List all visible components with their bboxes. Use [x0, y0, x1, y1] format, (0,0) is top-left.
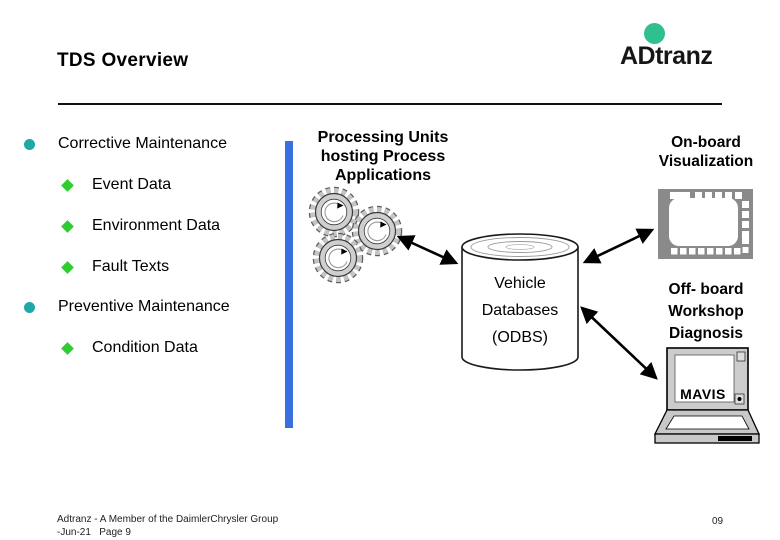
adtranz-logo: ADtranz: [620, 42, 713, 70]
accent-bar: [285, 141, 293, 428]
footer-company-line: Adtranz - A Member of the DaimlerChrysle…: [57, 514, 279, 525]
bullet-circle-icon: [24, 139, 35, 150]
gears-icon: [308, 186, 403, 284]
vehicle-databases-label: Vehicle Databases (ODBS): [458, 270, 582, 351]
page-title: TDS Overview: [57, 50, 189, 71]
processing-units-line1: Processing Units: [317, 129, 449, 146]
bullet-diamond-icon: [61, 179, 74, 192]
processing-units-line2: hosting Process: [320, 148, 446, 165]
bullet-diamond-icon: [61, 220, 74, 233]
offboard-line3: Diagnosis: [668, 325, 744, 342]
vehicle-databases-line3: (ODBS): [492, 329, 548, 346]
onboard-display-icon: [658, 189, 753, 259]
bullet-diamond-icon: [61, 261, 74, 274]
offboard-diagnosis-label: Off- board Workshop Diagnosis: [648, 279, 764, 345]
page-number: 09: [712, 516, 724, 527]
processing-units-label: Processing Units hosting Process Applica…: [296, 128, 470, 185]
title-rule: [58, 103, 722, 105]
bullet-corrective-maintenance: Corrective Maintenance: [58, 135, 227, 152]
adtranz-logo-dot-icon: [644, 23, 665, 44]
processing-units-line3: Applications: [334, 167, 431, 184]
arrow-database-onboard: [582, 228, 655, 264]
onboard-line2: Visualization: [658, 153, 754, 170]
onboard-line1: On-board: [671, 134, 741, 151]
mavis-screen-label: MAVIS: [680, 386, 726, 402]
onboard-visualization-label: On-board Visualization: [648, 133, 764, 171]
offboard-line2: Workshop: [668, 303, 744, 320]
arrow-database-offboard: [580, 306, 658, 380]
vehicle-databases-line1: Vehicle: [494, 275, 546, 292]
footer-date-page-line: -Jun-21 Page 9: [57, 527, 131, 538]
vehicle-databases-line2: Databases: [481, 302, 559, 319]
bullet-event-data: Event Data: [92, 176, 172, 193]
bullet-preventive-maintenance: Preventive Maintenance: [58, 298, 230, 315]
bullet-condition-data: Condition Data: [92, 339, 198, 356]
bullet-fault-texts: Fault Texts: [92, 258, 170, 275]
database-cylinder-icon: [461, 233, 579, 371]
bullet-circle-icon: [24, 302, 35, 313]
bullet-environment-data: Environment Data: [92, 217, 221, 234]
offboard-line1: Off- board: [668, 281, 744, 298]
bullet-diamond-icon: [61, 342, 74, 355]
mavis-laptop-icon: [653, 347, 761, 444]
